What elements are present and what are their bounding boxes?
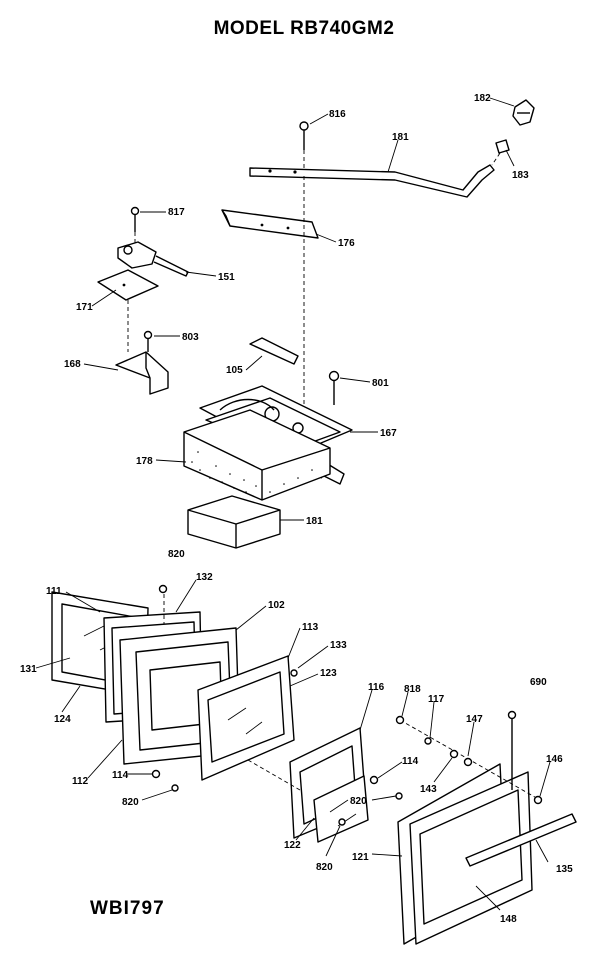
part-label-820-left: 820	[122, 797, 139, 808]
screw-817	[130, 206, 140, 244]
part-label-132: 132	[196, 572, 213, 583]
part-label-818: 818	[404, 684, 421, 695]
leader-lines	[35, 97, 551, 911]
small-parts	[151, 584, 543, 826]
handle-knob	[512, 99, 535, 126]
model-title: MODEL RB740GM2	[213, 18, 395, 39]
part-label-820-bottom: 820	[316, 862, 333, 873]
part-label-123: 123	[320, 668, 337, 679]
part-label-148: 148	[500, 914, 517, 925]
screw-690	[507, 710, 517, 790]
part-label-114-right: 114	[402, 756, 419, 767]
spacer-block-181	[187, 495, 281, 549]
frame-113	[197, 655, 295, 781]
part-label-116: 116	[368, 682, 385, 693]
switch-151	[117, 241, 189, 277]
part-label-143: 143	[420, 784, 437, 795]
insulation-block-178	[183, 409, 331, 501]
screw-816	[299, 121, 309, 170]
part-label-113: 113	[302, 622, 319, 633]
part-label-135: 135	[556, 864, 573, 875]
bracket-176	[221, 209, 319, 239]
part-label-167: 167	[380, 428, 397, 439]
part-label-182: 182	[474, 93, 491, 104]
screw-801	[328, 370, 340, 405]
part-label-114-left: 114	[112, 770, 129, 781]
part-label-168: 168	[64, 359, 81, 370]
part-label-817: 817	[168, 207, 185, 218]
cable-rod	[249, 164, 495, 198]
clip-183	[491, 139, 510, 166]
part-label-181: 181	[392, 132, 409, 143]
part-label-178: 178	[136, 456, 153, 467]
insulator-171	[97, 269, 159, 301]
part-label-820-top: 820	[168, 549, 185, 560]
part-label-151: 151	[218, 272, 235, 283]
part-label-816: 816	[329, 109, 346, 120]
part-label-171: 171	[76, 302, 93, 313]
part-label-131: 131	[20, 664, 37, 675]
part-label-105: 105	[226, 365, 243, 376]
screw-803	[143, 330, 153, 352]
part-label-820-middle: 820	[350, 796, 367, 807]
drawing-code: WBI797	[90, 898, 165, 919]
part-label-111: 111	[46, 586, 62, 597]
part-label-102: 102	[268, 600, 285, 611]
part-label-183: 183	[512, 170, 529, 181]
part-label-176: 176	[338, 238, 355, 249]
part-label-690: 690	[530, 677, 547, 688]
glass-122	[313, 775, 369, 843]
bracket-168	[115, 351, 169, 395]
part-label-124: 124	[54, 714, 71, 725]
part-label-122: 122	[284, 840, 301, 851]
part-label-801: 801	[372, 378, 389, 389]
guide-line-middle	[247, 759, 301, 791]
part-label-803: 803	[182, 332, 199, 343]
part-label-117: 117	[428, 694, 445, 705]
part-label-147: 147	[466, 714, 483, 725]
part-label-146: 146	[546, 754, 563, 765]
part-label-181-lower: 181	[306, 516, 323, 527]
link-105	[249, 337, 299, 365]
part-label-133: 133	[330, 640, 347, 651]
part-label-121: 121	[352, 852, 369, 863]
part-labels: 182 816 181 183 817 176 151 171 803 168 …	[20, 93, 573, 925]
part-label-112: 112	[72, 776, 89, 787]
handle-135	[465, 813, 577, 867]
